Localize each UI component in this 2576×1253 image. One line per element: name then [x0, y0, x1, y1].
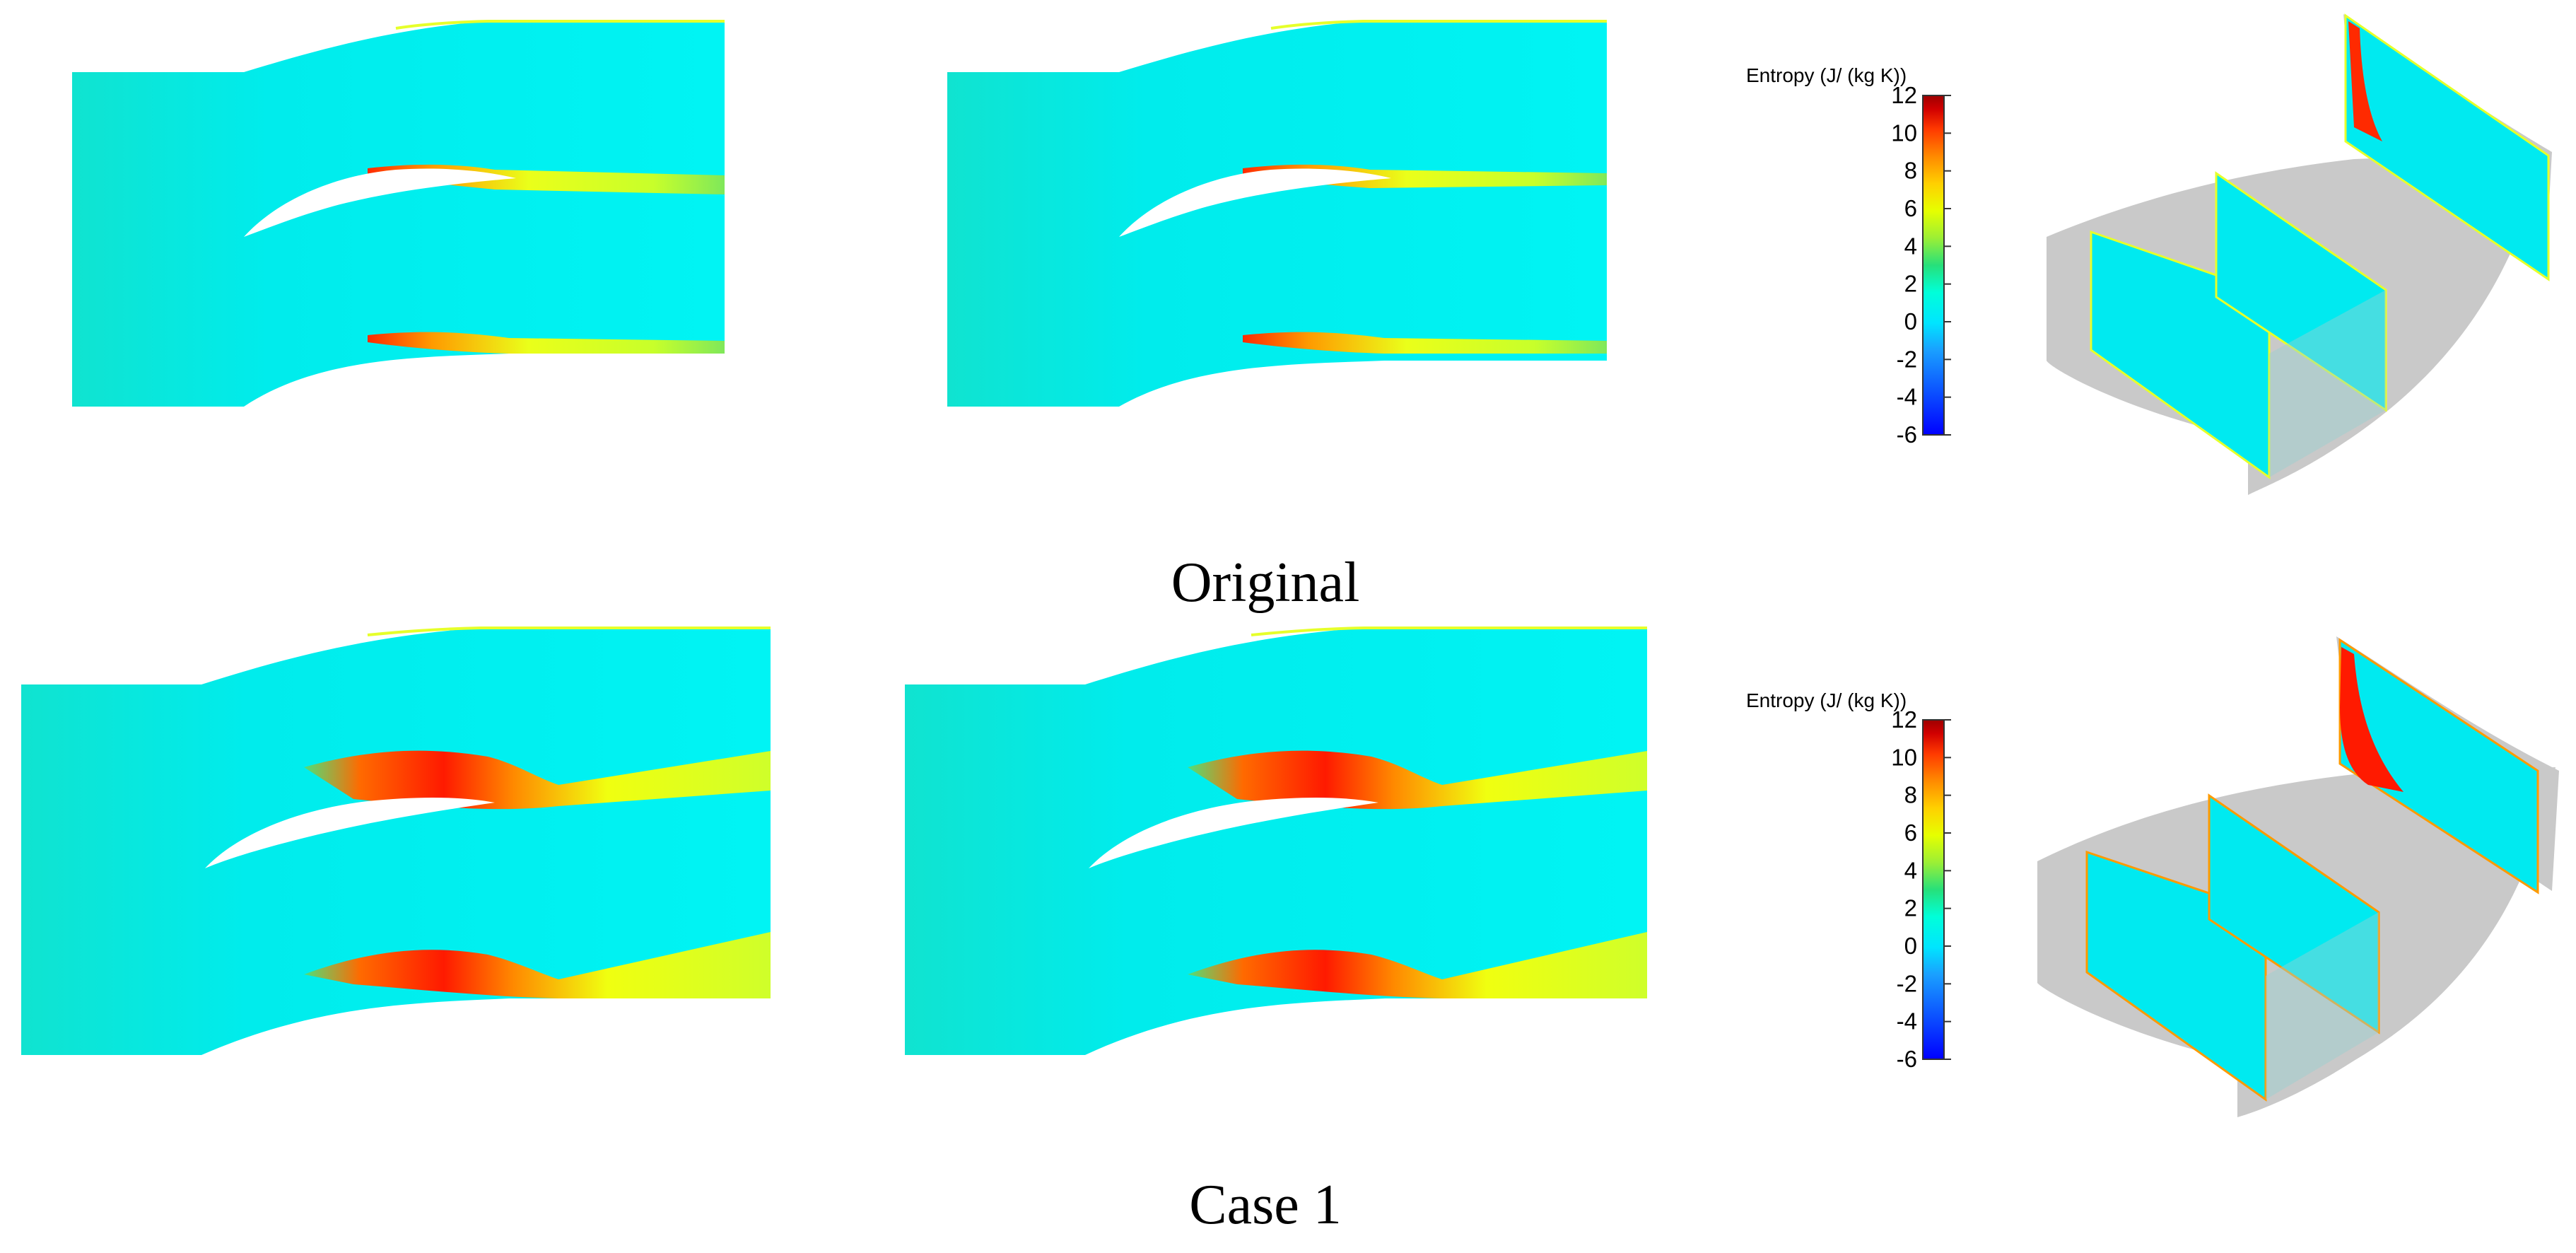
colorbar-ticks: 12 10 8 6 4 2 0 -2 -4 -6 — [1891, 706, 1951, 1072]
airfoil — [1119, 168, 1391, 237]
shroud-edge — [1251, 626, 1647, 636]
blade-wake — [368, 332, 725, 354]
colorbar-tick-label: 12 — [1891, 706, 1917, 733]
flow-domain — [905, 628, 1647, 1055]
corner-vortex — [2348, 21, 2382, 141]
airfoil — [244, 168, 516, 237]
flow-domain — [72, 21, 725, 407]
shroud-edge — [367, 626, 771, 636]
contour-panel-case1-2 — [905, 626, 1647, 1055]
colorbar-tick-label: -4 — [1897, 1008, 1917, 1035]
blade-wake — [1188, 750, 1647, 810]
airfoil — [205, 797, 495, 868]
colorbar-title: Entropy (J/ (kg K)) — [1746, 689, 1907, 711]
contour-panel-original-1 — [72, 20, 725, 407]
passage-overlay — [2269, 290, 2386, 477]
flow-domain — [21, 628, 771, 1055]
caption-original: Original — [1171, 552, 1360, 614]
flow-domain — [947, 21, 1607, 407]
colorbar-tick-label: 6 — [1904, 195, 1917, 221]
contour-panel-original-2 — [947, 20, 1607, 407]
airfoil — [1089, 797, 1378, 868]
colorbar-tick-label: 4 — [1904, 857, 1917, 883]
blade-wake — [304, 932, 771, 998]
colorbar-tick-label: 8 — [1904, 158, 1917, 184]
passage-plane — [2208, 793, 2380, 1035]
colorbar-tick-label: 6 — [1904, 820, 1917, 846]
shroud-edge — [1270, 20, 1607, 30]
passage-plane — [2215, 171, 2387, 412]
colorbar-tick-label: 2 — [1904, 271, 1917, 297]
colorbar-tick-label: 12 — [1891, 82, 1917, 108]
colorbar-tick-label: -6 — [1897, 421, 1917, 448]
colorbar-tick-label: 10 — [1891, 120, 1917, 146]
colorbar-tick-label: 10 — [1891, 744, 1917, 770]
colorbar-tick-label: -4 — [1897, 384, 1917, 410]
colorbar-ramp — [1922, 719, 1945, 1060]
blade-wake — [304, 750, 771, 810]
colorbar-tick-label: -2 — [1897, 970, 1917, 996]
colorbar-tick-label: -2 — [1897, 346, 1917, 372]
colorbar-tick-label: 8 — [1904, 782, 1917, 808]
colorbar-original: Entropy (J/ (kg K)) 12 10 8 6 4 2 0 -2 -4 -6 — [1746, 64, 1951, 448]
blade-wake — [1188, 932, 1647, 998]
contour-panel-case1-1 — [21, 626, 771, 1055]
caption-case1: Case 1 — [1189, 1174, 1342, 1236]
corner-vortex — [2340, 647, 2404, 792]
passage-plane — [2338, 638, 2539, 894]
blade-passage-3d-original — [2047, 13, 2552, 495]
colorbar-tick-label: 2 — [1904, 895, 1917, 921]
passage-overlay — [2266, 912, 2379, 1100]
colorbar-tick-label: -6 — [1897, 1046, 1917, 1072]
colorbar-tick-label: 0 — [1904, 308, 1917, 334]
passage-plane — [2344, 13, 2550, 281]
blade-wake — [1243, 332, 1607, 354]
blade-passage-3d-case1 — [2037, 636, 2559, 1117]
colorbar-tick-label: 0 — [1904, 933, 1917, 959]
colorbar-ramp — [1922, 95, 1945, 436]
colorbar-case1: Entropy (J/ (kg K)) 12 10 8 6 4 2 0 -2 -4 -6 — [1746, 689, 1951, 1072]
colorbar-title: Entropy (J/ (kg K)) — [1746, 64, 1907, 86]
shroud-edge — [395, 20, 725, 30]
colorbar-ticks: 12 10 8 6 4 2 0 -2 -4 -6 — [1891, 82, 1951, 448]
colorbar-tick-label: 4 — [1904, 233, 1917, 259]
